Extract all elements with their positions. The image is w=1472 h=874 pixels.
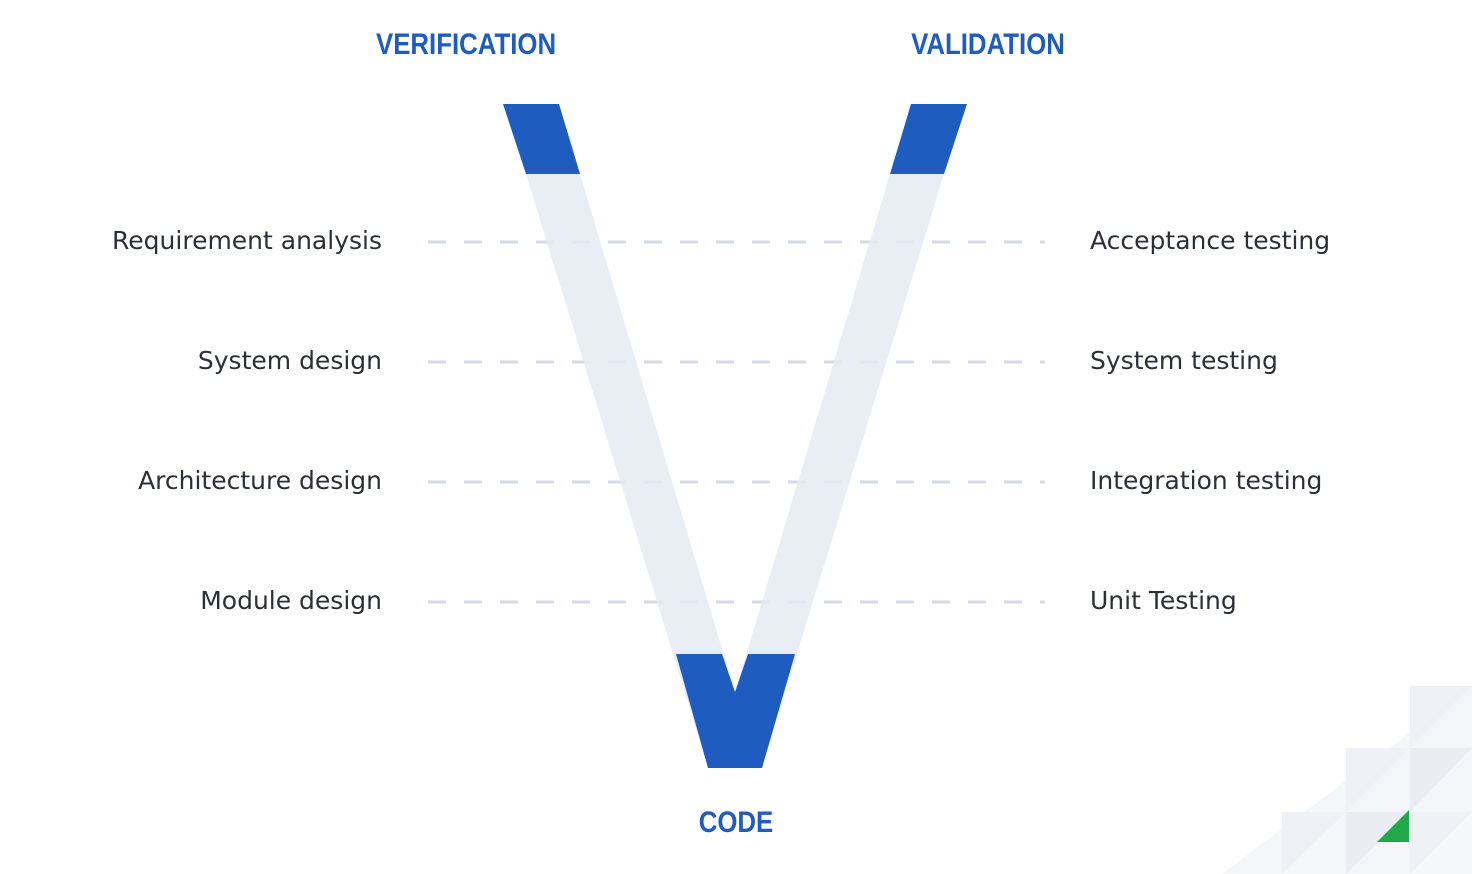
v-bottom-point bbox=[676, 654, 795, 768]
corner-pattern-shape bbox=[1410, 686, 1472, 748]
corner-pattern-shape bbox=[1410, 748, 1472, 812]
verification-phase-module-design: Module design bbox=[200, 586, 382, 615]
v-top-right-cap bbox=[890, 104, 967, 174]
verification-phase-system-design: System design bbox=[197, 346, 382, 375]
v-top-left-cap bbox=[503, 104, 580, 174]
corner-accent-green bbox=[1377, 810, 1409, 842]
validation-heading: VALIDATION bbox=[911, 28, 1065, 61]
code-heading: CODE bbox=[698, 806, 774, 839]
verification-heading: VERIFICATION bbox=[376, 28, 557, 61]
corner-pattern-shape bbox=[1346, 748, 1410, 812]
dashed-connectors bbox=[428, 240, 1045, 604]
v-left-arm bbox=[526, 174, 735, 768]
v-shape-light bbox=[526, 174, 944, 768]
v-right-arm bbox=[735, 174, 944, 768]
validation-phase-unit-testing: Unit Testing bbox=[1090, 586, 1237, 615]
validation-phase-integration-testing: Integration testing bbox=[1090, 466, 1323, 495]
corner-pattern-shape bbox=[1282, 812, 1346, 874]
verification-phase-requirement-analysis: Requirement analysis bbox=[112, 226, 382, 255]
validation-phase-system-testing: System testing bbox=[1090, 346, 1278, 375]
v-shape-blue bbox=[503, 104, 967, 768]
corner-pattern-shape bbox=[1410, 812, 1472, 874]
validation-phase-acceptance-testing: Acceptance testing bbox=[1090, 226, 1331, 255]
corner-pattern bbox=[1222, 686, 1472, 874]
verification-phase-architecture-design: Architecture design bbox=[138, 466, 382, 495]
